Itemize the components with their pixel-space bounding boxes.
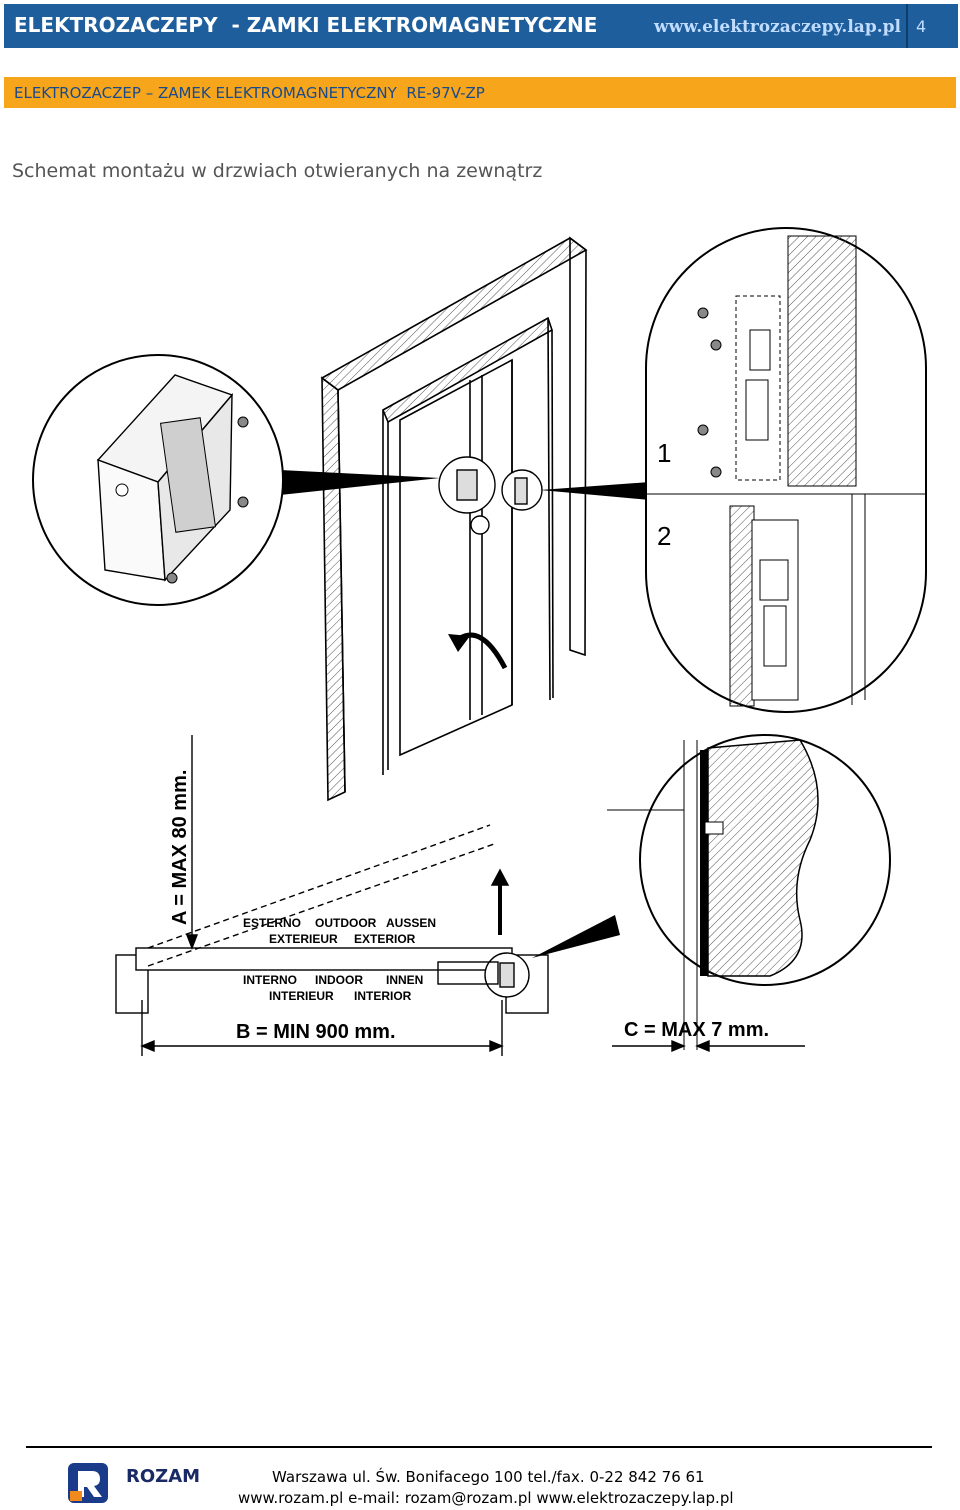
lock-body-detail	[32, 354, 284, 606]
outside-label-4: EXTERIEUR	[269, 932, 338, 946]
company-address: Warszawa ul. Św. Bonifacego 100 tel./fax…	[272, 1468, 705, 1486]
inside-label-4: INTERIEUR	[269, 989, 334, 1003]
header-bar: ELEKTROZACZEPY - ZAMKI ELEKTROMAGNETYCZN…	[4, 4, 958, 48]
outside-label-2: OUTDOOR	[315, 916, 377, 930]
header-url-link[interactable]: www.elektrozaczepy.lap.pl	[654, 17, 901, 37]
page-number: 4	[916, 17, 927, 36]
dimension-b-label: B = MIN 900 mm.	[236, 1021, 396, 1043]
gap-detail	[607, 734, 891, 1050]
product-title-bar: ELEKTROZACZEP – ZAMEK ELEKTROMAGNETYCZNY…	[4, 77, 956, 108]
lock-detail-marker	[438, 456, 543, 535]
inside-label-3: INNEN	[386, 973, 423, 987]
inside-label-2: INDOOR	[315, 973, 363, 987]
dimension-c-label: C = MAX 7 mm.	[624, 1019, 769, 1041]
company-name: ROZAM	[126, 1466, 201, 1487]
outside-label-5: EXTERIOR	[354, 932, 416, 946]
product-title: ELEKTROZACZEP – ZAMEK ELEKTROMAGNETYCZNY…	[14, 84, 485, 102]
strike-plate-detail: 1 2	[645, 227, 927, 713]
callout-gap	[532, 915, 620, 958]
outside-label-1: ESTERNO	[243, 916, 301, 930]
floor-plan	[115, 735, 805, 1056]
footer-divider	[26, 1446, 932, 1448]
callout-right	[540, 482, 650, 500]
rozam-logo-icon	[68, 1463, 108, 1503]
header-title: ELEKTROZACZEPY - ZAMKI ELEKTROMAGNETYCZN…	[14, 13, 598, 37]
company-contacts[interactable]: www.rozam.pl e-mail: rozam@rozam.pl www.…	[238, 1489, 734, 1507]
step-1-label: 1	[657, 438, 671, 468]
header-separator	[906, 4, 908, 48]
door-frame	[320, 236, 588, 802]
outside-label-3: AUSSEN	[386, 916, 436, 930]
step-2-label: 2	[657, 521, 671, 551]
inside-label-1: INTERNO	[243, 973, 297, 987]
mounting-diagram: 1 2 A = MAX 80 mm. B =	[32, 227, 927, 1056]
inside-label-5: INTERIOR	[354, 989, 412, 1003]
dimension-a-label: A = MAX 80 mm.	[169, 770, 191, 925]
section-heading: Schemat montażu w drzwiach otwieranych n…	[12, 160, 543, 182]
callout-left	[280, 470, 440, 495]
